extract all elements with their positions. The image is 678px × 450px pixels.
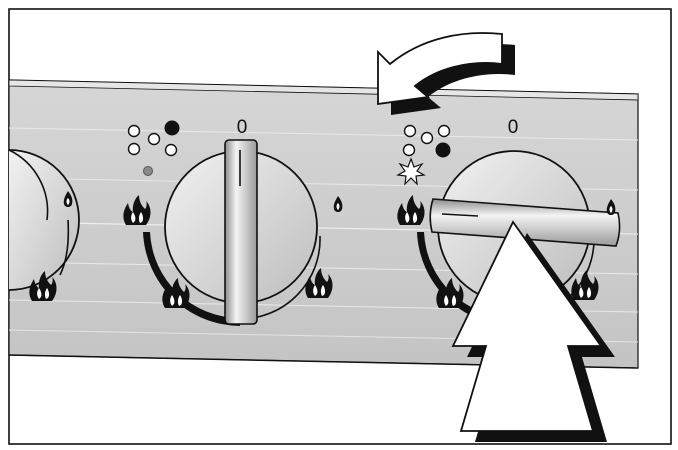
knob-handle-horizontal[interactable] [429,198,621,247]
rotate-left-arrow-icon [377,32,515,116]
flame-range-arc [417,232,514,326]
middle-burner-knob[interactable] [164,139,318,325]
spark-icon [396,157,426,186]
push-arrow-icon [451,220,615,442]
flame-range-arc [59,219,70,276]
knob-handle-vertical[interactable] [224,139,258,325]
flame-range-arc [143,232,240,326]
middle-burner-indicators [127,120,180,176]
zero-label: 0 [237,117,248,138]
right-burner-indicators [402,124,451,158]
left-burner-knob[interactable] [8,149,80,291]
zero-label: 0 [508,117,519,138]
